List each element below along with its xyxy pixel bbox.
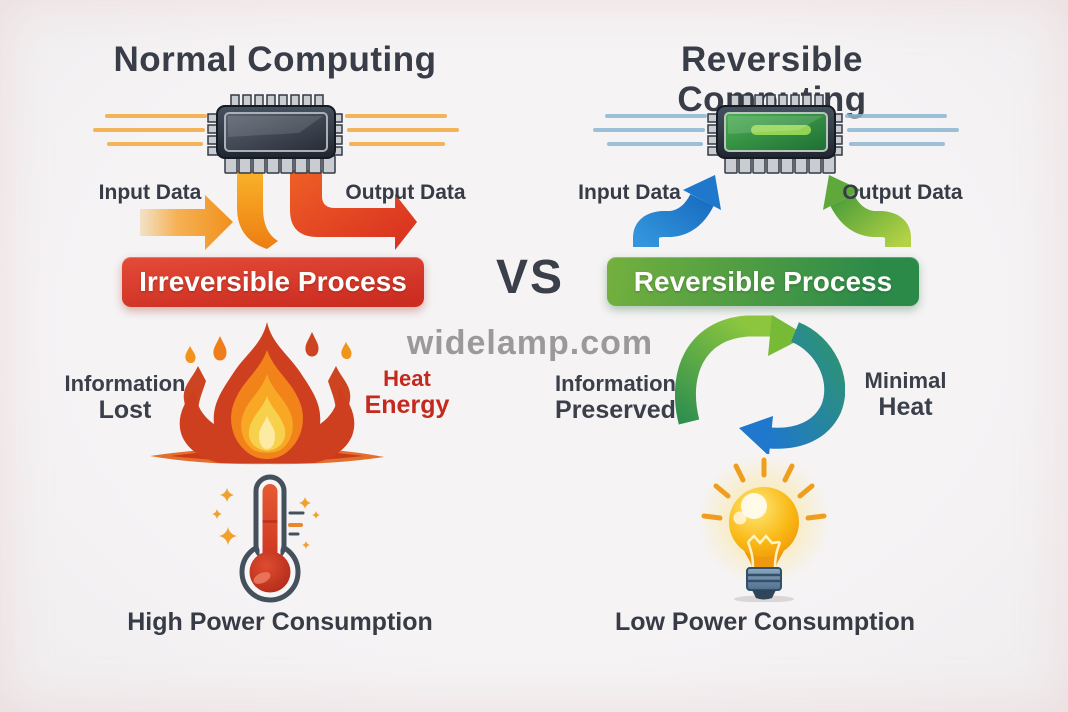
input-arrow (140, 195, 233, 250)
heat-ribbon-orange (237, 170, 278, 249)
minimal-heat-line1: Minimal (864, 368, 947, 393)
minimal-heat-note: Minimal Heat (843, 368, 968, 422)
output-arrow (823, 175, 911, 247)
info-preserved-line1: Information (555, 371, 676, 396)
heat-energy-line1: Heat (383, 366, 431, 391)
chip-right-body (707, 94, 843, 174)
left-bottom-label: High Power Consumption (127, 608, 433, 636)
vs-label: VS (495, 251, 565, 304)
reversible-process-banner: Reversible Process (607, 257, 919, 306)
right-output-label: Output Data (842, 181, 963, 204)
thermometer-ticks (288, 511, 305, 536)
irreversible-process-label: Irreversible Process (139, 266, 407, 297)
reversible-process-label: Reversible Process (633, 265, 893, 297)
heat-energy-line2: Energy (364, 391, 450, 420)
irreversible-process-banner: Irreversible Process (122, 257, 424, 307)
sparkles (212, 488, 320, 549)
left-input-label: Input Data (98, 181, 202, 204)
filament (746, 534, 782, 569)
output-arrow (290, 170, 417, 250)
microchip-icon (93, 94, 459, 250)
chip-left-body (207, 94, 343, 174)
speed-lines-orange (93, 114, 459, 146)
light-rays (701, 457, 827, 521)
information-lost-note: Information Lost (55, 371, 195, 425)
heat-energy-note: Heat Energy (352, 366, 462, 420)
fire-icon (150, 322, 384, 465)
information-preserved-note: Information Preserved (548, 371, 683, 425)
left-output-label: Output Data (345, 181, 466, 204)
right-input-label: Input Data (578, 181, 681, 204)
right-bottom-label: Low Power Consumption (615, 608, 915, 636)
input-arrow (633, 175, 721, 247)
lightbulb-icon (698, 454, 830, 602)
microchip-green-icon (593, 94, 959, 247)
info-lost-line2: Lost (98, 396, 152, 425)
left-title: Normal Computing (113, 40, 437, 79)
thermometer-icon (212, 474, 320, 603)
minimal-heat-line2: Heat (878, 393, 933, 422)
speed-lines-blue (593, 114, 959, 146)
info-preserved-line2: Preserved (555, 396, 676, 425)
recycle-loop-icon (675, 315, 845, 454)
watermark: widelamp.com (406, 324, 654, 362)
info-lost-line1: Information (64, 371, 186, 396)
